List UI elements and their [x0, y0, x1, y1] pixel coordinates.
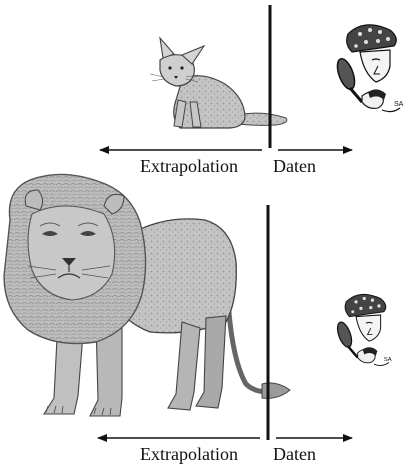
fox-icon: [150, 38, 287, 128]
top-panel: SA Extrapolation Daten: [100, 5, 404, 176]
extrapolation-label-bottom: Extrapolation: [140, 444, 238, 464]
data-label-top: Daten: [273, 156, 316, 176]
detective-icon: SA: [334, 25, 404, 112]
extrapolation-label-top: Extrapolation: [140, 156, 238, 176]
bottom-panel: SA Extrapolation Daten: [4, 174, 392, 464]
data-label-bottom: Daten: [273, 444, 316, 464]
svg-text:SA: SA: [384, 357, 392, 363]
lion-icon: [4, 174, 290, 416]
svg-text:SA: SA: [394, 101, 404, 108]
detective-icon-small: SA: [335, 294, 392, 365]
